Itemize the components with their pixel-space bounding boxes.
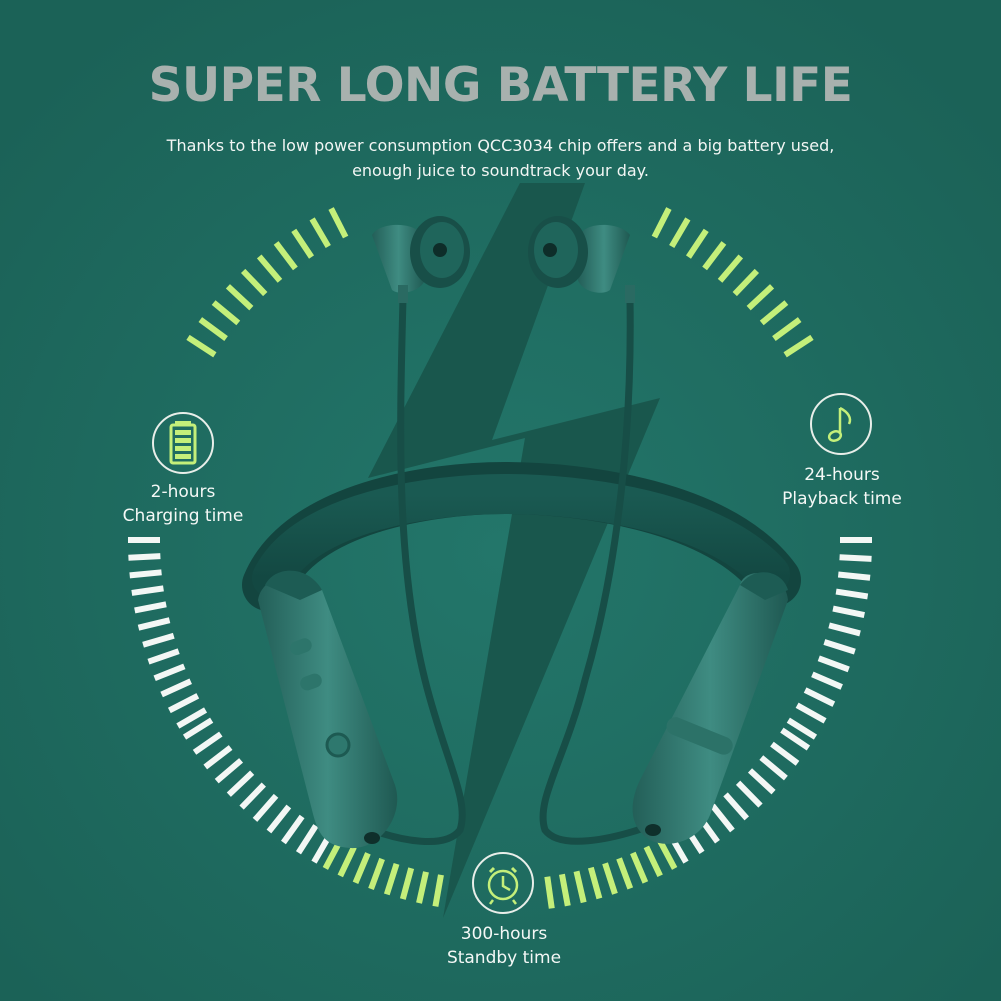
right-white-tick (786, 717, 818, 740)
right-white-tick (823, 639, 856, 655)
left-green-tick (432, 874, 444, 907)
right-green-tick (602, 862, 618, 895)
right-green-tick (616, 857, 634, 890)
right-white-tick (780, 727, 811, 751)
right-white-tick (811, 671, 843, 690)
left-white-tick (182, 717, 214, 740)
right-white-tick (817, 655, 850, 673)
left-white-tick (192, 731, 223, 755)
left-white-tick (203, 745, 233, 770)
standby-feature: 300-hours Standby time (424, 922, 584, 970)
charging-tick (291, 228, 315, 259)
charging-tick (198, 317, 228, 341)
playback-tick (746, 284, 775, 311)
playback-tick (772, 317, 802, 341)
charging-tick (328, 207, 349, 239)
right-white-tick (795, 702, 827, 724)
left-green-tick (368, 857, 385, 890)
left-white-tick (134, 601, 167, 614)
playback-tick (717, 254, 744, 283)
right-white-tick (723, 792, 750, 821)
left-green-tick (352, 852, 371, 884)
left-white-tick (239, 782, 266, 810)
charging-value: 2-hours (150, 482, 216, 502)
playback-indicator-ticks (651, 207, 814, 358)
right-white-tick (828, 622, 861, 637)
left-white-tick (266, 804, 292, 834)
right-white-tick (759, 755, 788, 781)
right-white-tick (832, 605, 865, 618)
right-green-tick (544, 876, 555, 909)
right-white-tick (710, 803, 735, 833)
playback-label: Playback time (782, 489, 902, 509)
playback-tick (669, 217, 691, 249)
left-white-tick (214, 758, 244, 784)
right-green-tick (643, 845, 663, 878)
charging-tick (225, 284, 254, 311)
left-white-tick (160, 678, 192, 698)
standby-value: 300-hours (460, 924, 548, 944)
charging-tick (186, 334, 217, 358)
playback-tick (732, 268, 760, 297)
page-subtitle: Thanks to the low power consumption QCC3… (100, 133, 901, 183)
right-white-tick (835, 588, 869, 600)
left-white-tick (176, 707, 208, 729)
right-indicator-ticks (544, 537, 872, 909)
playback-feature: 24-hours Playback time (762, 463, 922, 511)
right-white-tick (770, 741, 800, 766)
right-green-tick (656, 838, 678, 870)
charging-tick (211, 300, 241, 326)
right-white-tick (735, 780, 763, 808)
left-white-tick (131, 585, 164, 596)
charging-indicator-ticks (186, 207, 349, 358)
right-green-tick (573, 870, 587, 904)
left-white-tick (153, 663, 186, 682)
neckband-headphones-image (242, 216, 801, 849)
right-green-tick (587, 866, 603, 900)
right-white-tick (803, 687, 836, 707)
charging-tick (309, 217, 331, 249)
playback-tick (702, 241, 727, 271)
right-green-tick (559, 873, 571, 907)
standby-label: Standby time (446, 948, 562, 968)
left-green-tick (337, 845, 357, 878)
left-white-tick (137, 617, 171, 631)
left-green-tick (416, 871, 429, 904)
subtitle-line-1: Thanks to the low power consumption QCC3… (166, 136, 835, 155)
lightning-bolt-shape (368, 183, 660, 918)
playback-tick (685, 228, 709, 259)
left-white-tick (128, 553, 161, 561)
left-green-tick (399, 867, 415, 900)
left-white-tick (142, 632, 175, 648)
page-title: SUPER LONG BATTERY LIFE (148, 58, 853, 113)
music-note-icon (810, 393, 872, 455)
playback-value: 24-hours (804, 465, 880, 485)
charging-label: Charging time (122, 506, 244, 526)
right-white-tick (839, 554, 872, 562)
charging-tick (240, 268, 268, 297)
playback-tick (651, 207, 672, 239)
charging-feature: 2-hours Charging time (103, 480, 263, 528)
right-white-tick (837, 571, 871, 581)
subtitle-line-2: enough juice to soundtrack your day. (352, 161, 649, 180)
left-white-tick (252, 793, 279, 822)
left-green-tick (383, 862, 400, 896)
playback-tick (783, 334, 814, 358)
right-green-tick (630, 851, 649, 884)
playback-tick (759, 300, 789, 326)
right-white-tick (747, 768, 776, 795)
left-white-tick (167, 693, 200, 714)
charging-tick (256, 254, 283, 283)
left-white-tick (129, 569, 162, 579)
charging-tick (273, 241, 298, 271)
battery-icon (152, 412, 214, 474)
alarm-clock-icon (472, 852, 534, 914)
left-white-tick (295, 824, 319, 855)
left-white-tick (281, 814, 305, 845)
left-white-tick (226, 770, 255, 797)
left-white-tick (147, 648, 180, 665)
